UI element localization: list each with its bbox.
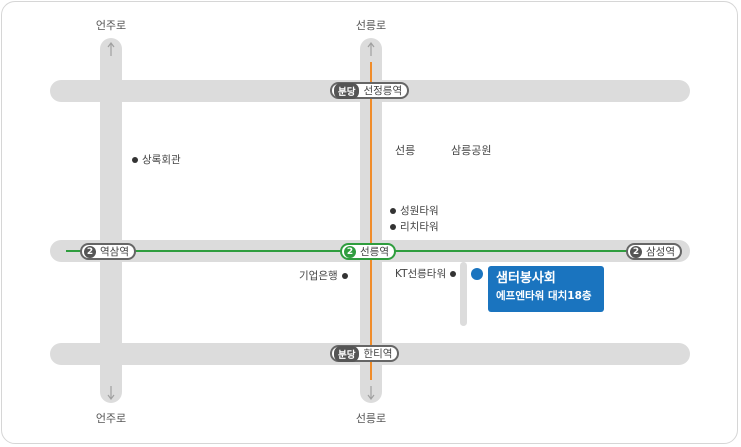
station-name: 선정릉역 (363, 85, 403, 97)
line2-badge: 2 (630, 245, 642, 258)
destination-marker-icon (471, 268, 483, 280)
landmark-dot (390, 224, 396, 231)
landmark-label: 기업은행 (299, 270, 338, 282)
landmark-label: KT선릉타워 (395, 268, 447, 280)
station-name: 삼성역 (646, 246, 675, 258)
station-yeoksam: 2 역삼역 (80, 243, 136, 260)
station-seonjeongneung: 분당 선정릉역 (330, 82, 410, 99)
landmark-ibk: 기업은행 (299, 271, 348, 282)
landmark-rich-tower: 리치타워 (390, 222, 439, 233)
landmark-kt-tower: KT선릉타워 (395, 268, 457, 280)
landmark-label: 리치타워 (400, 221, 439, 233)
road-label-eonju-top: 언주로 (95, 19, 127, 32)
landmark-dot (341, 273, 348, 280)
road-label-seolleung-bottom: 선릉로 (355, 412, 387, 425)
landmark-dot (132, 157, 138, 164)
landmark-label: 성원타워 (400, 205, 439, 217)
destination-address: 에프엔타워 대치18층 (496, 290, 592, 302)
road-eonju (100, 38, 122, 403)
road-label-seolleung-top: 선릉로 (355, 19, 387, 32)
destination-label: 샘터봉사회 에프엔타워 대치18층 (488, 266, 604, 312)
destination-name: 샘터봉사회 (496, 271, 556, 286)
station-name: 역삼역 (100, 246, 129, 258)
station-name: 한티역 (363, 348, 393, 360)
landmark-seongwon-tower: 성원타워 (390, 206, 439, 217)
road-label-eonju-bottom: 언주로 (95, 412, 127, 425)
station-seolleung: 2 선릉역 (340, 243, 396, 260)
line2-badge: 2 (344, 245, 356, 258)
line2-badge: 2 (84, 245, 96, 258)
station-samseong: 2 삼성역 (626, 243, 682, 260)
landmark-sangrok: 상록회관 (132, 155, 181, 166)
station-name: 선릉역 (360, 246, 389, 258)
landmark-samneung-park: 삼릉공원 (451, 144, 492, 157)
station-hanti: 분당 한티역 (330, 345, 400, 362)
road-arrows (107, 42, 375, 400)
alley (460, 262, 467, 326)
bundang-line-badge: 분당 (334, 345, 360, 362)
bundang-line-badge: 분당 (334, 82, 360, 99)
landmark-seolleung-area: 선릉 (395, 144, 416, 157)
landmark-dot (450, 271, 457, 278)
landmark-label: 상록회관 (142, 154, 181, 166)
landmark-dot (390, 208, 396, 215)
